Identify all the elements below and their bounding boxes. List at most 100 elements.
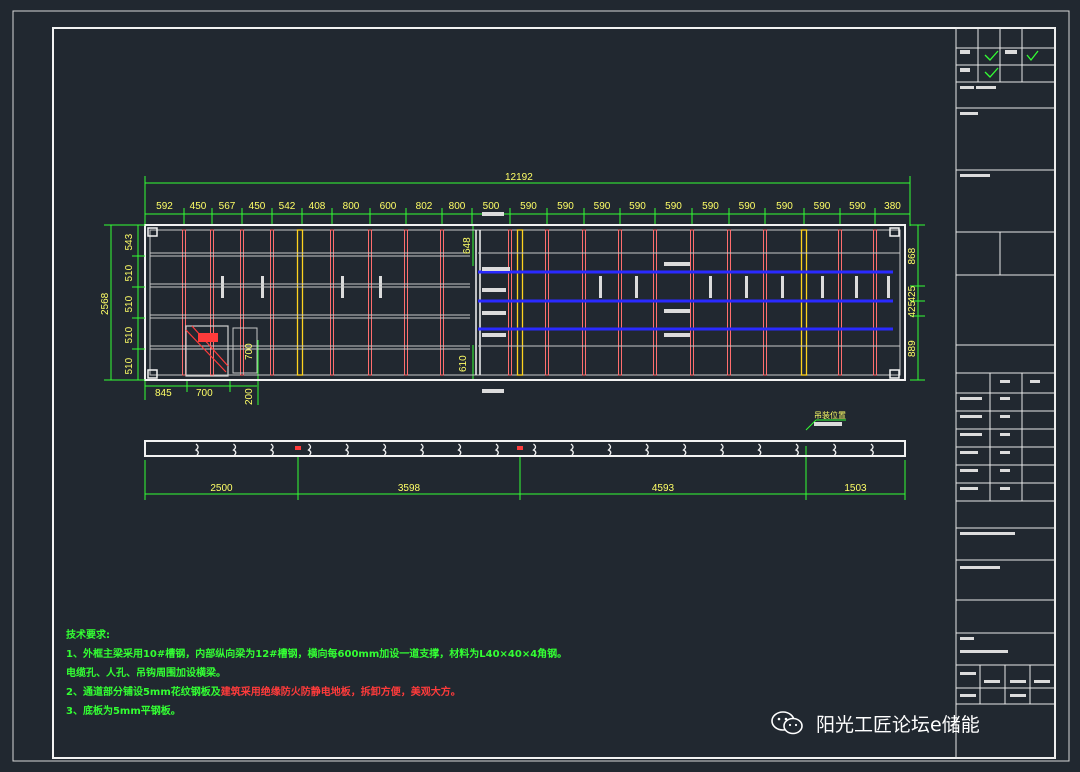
notes-line-2: 电缆孔、人孔、吊钩周围加设横梁。: [66, 668, 226, 679]
outer-frame: [12, 10, 1070, 762]
rail-markers: [194, 443, 874, 456]
top-dim-label: 590: [739, 201, 756, 212]
right-dim-label: 425: [907, 285, 918, 302]
frame-outline: [144, 224, 906, 381]
right-dim-label: 868: [907, 247, 918, 264]
top-dim-label: 500: [483, 201, 500, 212]
title-block: [955, 27, 1056, 759]
notes-line-4: 3、底板为5mm平钢板。: [66, 706, 181, 717]
bottom-dim-200: 200: [244, 388, 255, 405]
rail-marker: [794, 443, 799, 456]
beam-tag: [887, 276, 890, 298]
technical-notes: 技术要求: 1、外框主梁采用10#槽钢，内部纵向梁为12#槽钢，横向每600mm…: [66, 626, 567, 721]
rail-lift-points: [295, 446, 523, 450]
wechat-icon: [771, 711, 803, 735]
rail-marker: [532, 443, 537, 456]
bottom-dim-700: 700: [196, 388, 213, 399]
rail-marker: [194, 443, 199, 456]
rail-marker: [644, 443, 649, 456]
top-dim-label: 590: [849, 201, 866, 212]
top-dim-label: 567: [219, 201, 236, 212]
top-dim-label: 600: [380, 201, 397, 212]
title-block-checkmarks: [984, 50, 1039, 78]
top-dim-label: 408: [309, 201, 326, 212]
vertical-beam: [440, 229, 444, 376]
rail-dim-label: 1503: [844, 483, 867, 494]
beam-tag: [599, 276, 602, 298]
top-dim-label: 592: [156, 201, 173, 212]
notes-title: 技术要求:: [66, 630, 110, 641]
notes-line-3b: 建筑采用绝缘防火防静电地板，拆卸方便，美观大方。: [220, 687, 461, 698]
top-dim-label: 590: [702, 201, 719, 212]
vertical-beam: [240, 229, 244, 376]
top-dim-label: 590: [557, 201, 574, 212]
left-dim-label: 510: [124, 264, 135, 281]
overall-width-label: 12192: [505, 172, 533, 183]
vertical-beam: [404, 229, 408, 376]
rail-dim-label: 2500: [210, 483, 233, 494]
top-dim-label: 450: [249, 201, 266, 212]
watermark: 阳光工匠论坛e储能: [770, 708, 980, 738]
rail-marker: [569, 443, 574, 456]
rail-marker: [457, 443, 462, 456]
beam-tag: [745, 276, 748, 298]
beam-tag: [781, 276, 784, 298]
rail-marker: [232, 443, 237, 456]
top-dim-label: 450: [190, 201, 207, 212]
top-dim-label: 542: [279, 201, 296, 212]
top-dim-label: 590: [776, 201, 793, 212]
rail-marker: [269, 443, 274, 456]
vertical-beam: [270, 229, 274, 376]
top-dim-label: 800: [449, 201, 466, 212]
vertical-beam: [182, 229, 186, 376]
top-dim-label: 802: [416, 201, 433, 212]
inner-dim-610: 610: [458, 355, 469, 372]
left-dim-label: 510: [124, 326, 135, 343]
blue-cable-trays: [478, 270, 893, 331]
vertical-beam: [330, 229, 334, 376]
inner-dim-648: 648: [462, 237, 473, 254]
beam-tag: [709, 276, 712, 298]
plan-view: [144, 212, 906, 426]
rail-marker: [869, 443, 874, 456]
vertical-beam: [210, 229, 214, 376]
rail-section: [144, 440, 906, 457]
notes-line-1: 1、外框主梁采用10#槽钢，内部纵向梁为12#槽钢，横向每600mm加设一道支撑…: [66, 649, 568, 660]
right-dim-label: 889: [907, 340, 918, 357]
rail-marker: [382, 443, 387, 456]
top-dim-label: 590: [594, 201, 611, 212]
vertical-beam: [368, 229, 372, 376]
rail-marker: [682, 443, 687, 456]
beam-tag: [635, 276, 638, 298]
notes-line-3a: 2、通道部分铺设5mm花纹钢板及: [66, 687, 221, 698]
corner-lifting-blocks: [147, 227, 900, 379]
right-dim-label: 425: [907, 300, 918, 317]
top-dim-label: 800: [343, 201, 360, 212]
rail-marker: [344, 443, 349, 456]
left-dim-label: 510: [124, 357, 135, 374]
access-hole: [185, 325, 229, 377]
rail-marker: [419, 443, 424, 456]
rail-marker: [607, 443, 612, 456]
rail-marker: [719, 443, 724, 456]
frame-outline-inner: [149, 229, 901, 376]
top-dim-label: 590: [629, 201, 646, 212]
bottom-dim-845: 845: [155, 388, 172, 399]
rail-marker: [494, 443, 499, 456]
rail-dim-label: 4593: [652, 483, 675, 494]
left-dim-label: 510: [124, 295, 135, 312]
rail-marker: [307, 443, 312, 456]
top-dim-label: 590: [665, 201, 682, 212]
rail-dim-label: 3598: [398, 483, 421, 494]
opening-700: [232, 327, 258, 374]
notes-line-3: 2、通道部分铺设5mm花纹钢板及建筑采用绝缘防火防静电地板，拆卸方便，美观大方。: [66, 683, 567, 702]
top-dim-label: 590: [520, 201, 537, 212]
left-total-label: 2568: [100, 292, 111, 315]
rail-marker: [832, 443, 837, 456]
title-block-placeholders: [960, 50, 1050, 697]
beam-tag: [821, 276, 824, 298]
beam-tag: [855, 276, 858, 298]
dimension-ticks: [144, 208, 911, 226]
watermark-text: 阳光工匠论坛e储能: [816, 713, 980, 736]
